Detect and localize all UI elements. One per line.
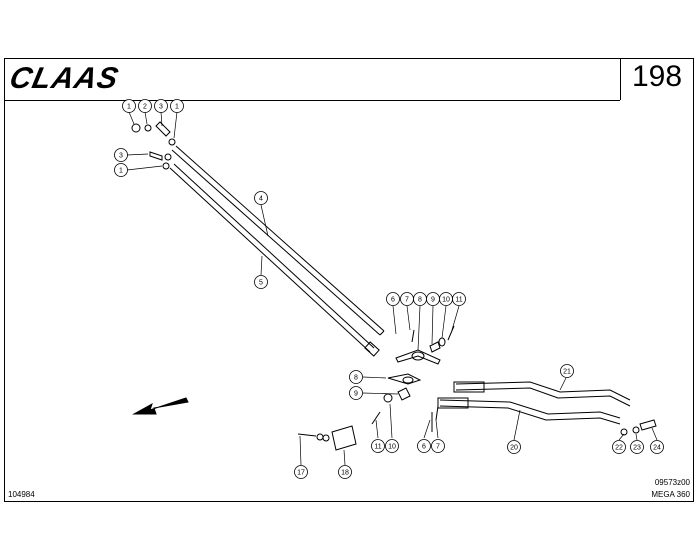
callout-label: 11	[374, 444, 381, 451]
rod-21	[453, 381, 631, 407]
callout-label: 5	[259, 280, 263, 287]
callout-10: 10	[439, 292, 453, 306]
callout-11: 11	[371, 439, 385, 453]
callout-1: 1	[114, 163, 128, 177]
callout-5: 5	[254, 275, 268, 289]
drawing-frame	[4, 58, 694, 502]
callout-label: 9	[431, 297, 435, 304]
rod-20	[437, 397, 621, 425]
callout-label: 3	[159, 104, 163, 111]
callout-3: 3	[154, 99, 168, 113]
callout-label: 8	[418, 297, 422, 304]
callout-label: 1	[119, 168, 123, 175]
header-rule	[4, 100, 620, 101]
callout-1: 1	[122, 99, 136, 113]
callout-7: 7	[400, 292, 414, 306]
callout-label: 24	[653, 445, 661, 452]
callout-label: 20	[510, 445, 518, 452]
top-fittings	[131, 121, 176, 170]
callout-label: 1	[127, 104, 131, 111]
callout-8: 8	[349, 370, 363, 384]
callout-label: 11	[455, 297, 462, 304]
callout-label: 10	[442, 297, 450, 304]
callout-9: 9	[426, 292, 440, 306]
callout-label: 2	[143, 104, 147, 111]
callout-22: 22	[612, 440, 626, 454]
center-linkage	[371, 325, 455, 425]
leader-lines	[126, 111, 658, 466]
callout-8: 8	[413, 292, 427, 306]
callout-label: 22	[615, 445, 623, 452]
page-number: 198	[631, 60, 683, 93]
callout-label: 6	[422, 444, 426, 451]
callout-10: 10	[385, 439, 399, 453]
callout-label: 6	[391, 297, 395, 304]
callout-4: 4	[254, 191, 268, 205]
callout-label: 9	[354, 391, 358, 398]
rod-5	[169, 163, 380, 357]
callout-label: 7	[436, 444, 440, 451]
callout-label: 17	[297, 470, 305, 477]
callout-label: 18	[341, 470, 349, 477]
callout-18: 18	[338, 465, 352, 479]
callout-3: 3	[114, 148, 128, 162]
lower-bolt	[431, 405, 439, 432]
direction-arrow-icon	[132, 397, 189, 415]
drawing-number: 104984	[8, 490, 35, 499]
callout-2: 2	[138, 99, 152, 113]
callout-label: 10	[388, 444, 396, 451]
callout-label: 7	[405, 297, 409, 304]
callout-label: 3	[119, 153, 123, 160]
callout-7: 7	[431, 439, 445, 453]
callout-6: 6	[417, 439, 431, 453]
callout-11: 11	[452, 292, 466, 306]
callout-label: 4	[259, 196, 263, 203]
callout-23: 23	[630, 440, 644, 454]
right-fittings	[620, 419, 657, 436]
bracket-assembly	[297, 425, 357, 451]
header-divider	[620, 58, 621, 100]
callout-17: 17	[294, 465, 308, 479]
callout-1: 1	[170, 99, 184, 113]
callout-label: 21	[563, 369, 571, 376]
callout-6: 6	[386, 292, 400, 306]
callout-label: 1	[175, 104, 179, 111]
diagram-code: 09573z00	[654, 478, 690, 487]
callout-21: 21	[560, 364, 574, 378]
rod-4	[171, 145, 385, 336]
callout-label: 8	[354, 375, 358, 382]
callout-24: 24	[650, 440, 664, 454]
callout-20: 20	[507, 440, 521, 454]
model-name: MEGA 360	[651, 490, 690, 499]
callout-9: 9	[349, 386, 363, 400]
callout-label: 23	[633, 445, 641, 452]
